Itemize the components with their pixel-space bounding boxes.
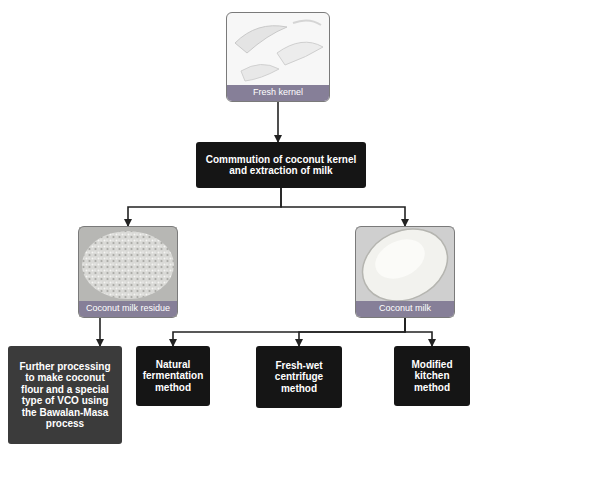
flow-arrow: [277, 102, 279, 142]
node-label: Commmution of coconut kernel and extract…: [202, 154, 360, 177]
flow-arrow: [99, 318, 101, 346]
method-box: Modified kitchen method: [394, 346, 470, 406]
node-label: Coconut milk: [359, 304, 451, 314]
method-box: Natural fermentation method: [136, 346, 210, 406]
method-box: Fresh-wet centrifuge method: [256, 346, 342, 408]
node-label: Further processing to make coconut flour…: [14, 361, 116, 430]
node-label: Natural fermentation method: [142, 359, 204, 394]
label-band: Coconut milk residue: [79, 301, 177, 317]
process-box: Commmution of coconut kernel and extract…: [196, 142, 366, 188]
node-label: Fresh kernel: [230, 88, 326, 98]
flow-arrow: [281, 188, 405, 226]
flow-arrow: [405, 318, 432, 346]
label-band: Fresh kernel: [227, 85, 329, 101]
picture-box: Coconut milk residue: [78, 226, 178, 318]
flow-arrow: [299, 318, 405, 346]
picture-box: Fresh kernel: [226, 12, 330, 102]
process-box: Further processing to make coconut flour…: [8, 346, 122, 444]
picture-box: Coconut milk: [355, 226, 455, 318]
node-label: Fresh-wet centrifuge method: [262, 360, 336, 395]
flow-arrow: [128, 188, 281, 226]
node-label: Coconut milk residue: [82, 304, 174, 314]
flow-arrow: [173, 318, 405, 346]
label-band: Coconut milk: [356, 301, 454, 317]
node-label: Modified kitchen method: [400, 359, 464, 394]
